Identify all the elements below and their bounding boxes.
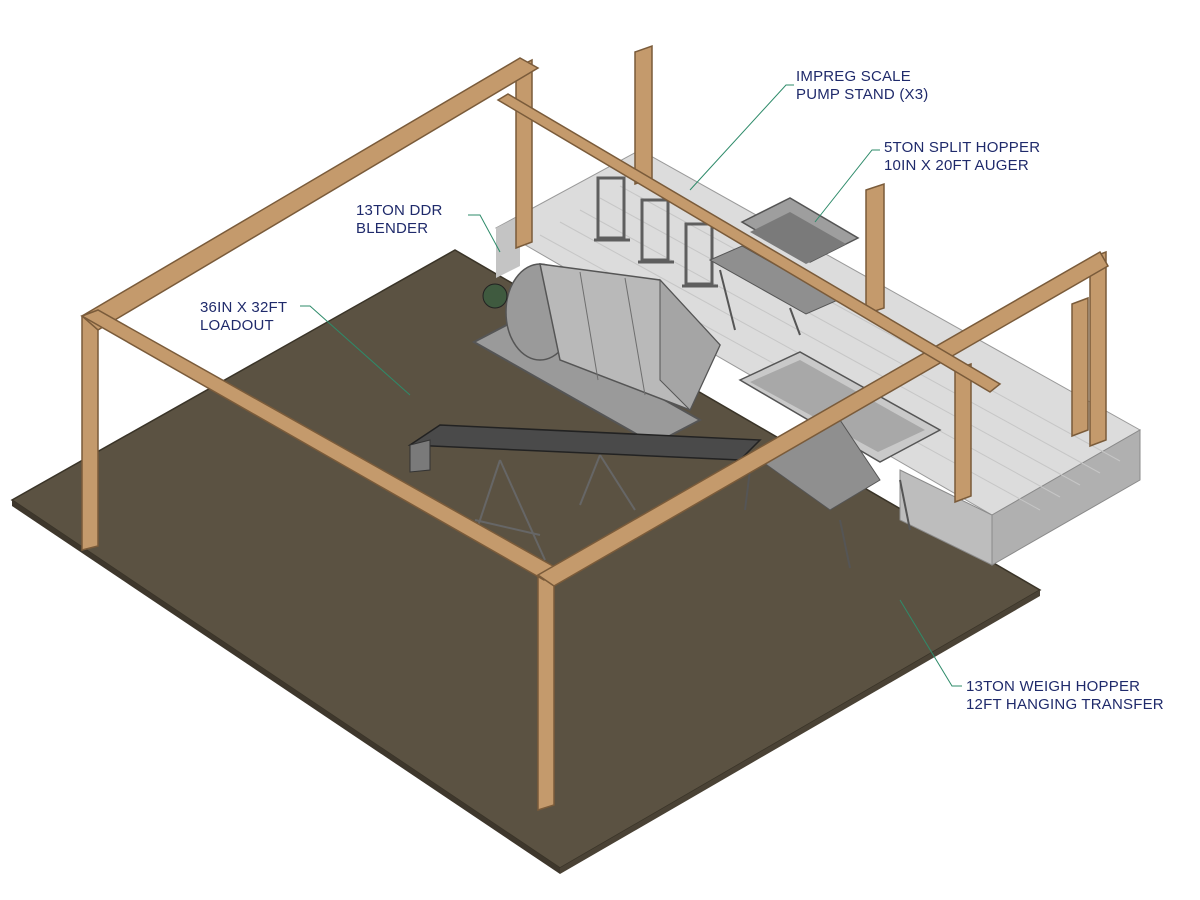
pump-stands bbox=[594, 176, 718, 288]
callout-split-hopper-line1: 5TON SPLIT HOPPER bbox=[884, 139, 1041, 156]
callout-impreg-scale: IMPREG SCALE PUMP STAND (X3) bbox=[796, 68, 928, 104]
loadout-conveyor bbox=[407, 424, 762, 561]
callout-impreg-line2: PUMP STAND (X3) bbox=[796, 86, 929, 103]
callout-split-hopper-line2: 10IN X 20FT AUGER bbox=[884, 157, 1029, 174]
split-hopper bbox=[708, 197, 860, 336]
timber-frame bbox=[80, 44, 1110, 812]
callout-loadout-line1: 36IN X 32FT bbox=[200, 299, 288, 316]
callout-loadout-line2: LOADOUT bbox=[200, 317, 274, 334]
callout-weigh-hopper-line2: 12FT HANGING TRANSFER bbox=[966, 696, 1164, 713]
callout-impreg-line1: IMPREG SCALE bbox=[796, 68, 911, 85]
callout-blender-line1: 13TON DDR bbox=[356, 202, 443, 219]
blender-drum bbox=[482, 263, 721, 411]
leader-lines bbox=[300, 84, 962, 687]
callout-weigh-hopper: 13TON WEIGH HOPPER 12FT HANGING TRANSFER bbox=[966, 678, 1164, 714]
callout-blender-line2: BLENDER bbox=[356, 220, 429, 237]
callout-blender: 13TON DDR BLENDER bbox=[356, 202, 443, 238]
callout-split-hopper: 5TON SPLIT HOPPER 10IN X 20FT AUGER bbox=[884, 139, 1040, 175]
callout-weigh-hopper-line1: 13TON WEIGH HOPPER bbox=[966, 678, 1141, 695]
callout-loadout: 36IN X 32FT LOADOUT bbox=[200, 299, 287, 335]
